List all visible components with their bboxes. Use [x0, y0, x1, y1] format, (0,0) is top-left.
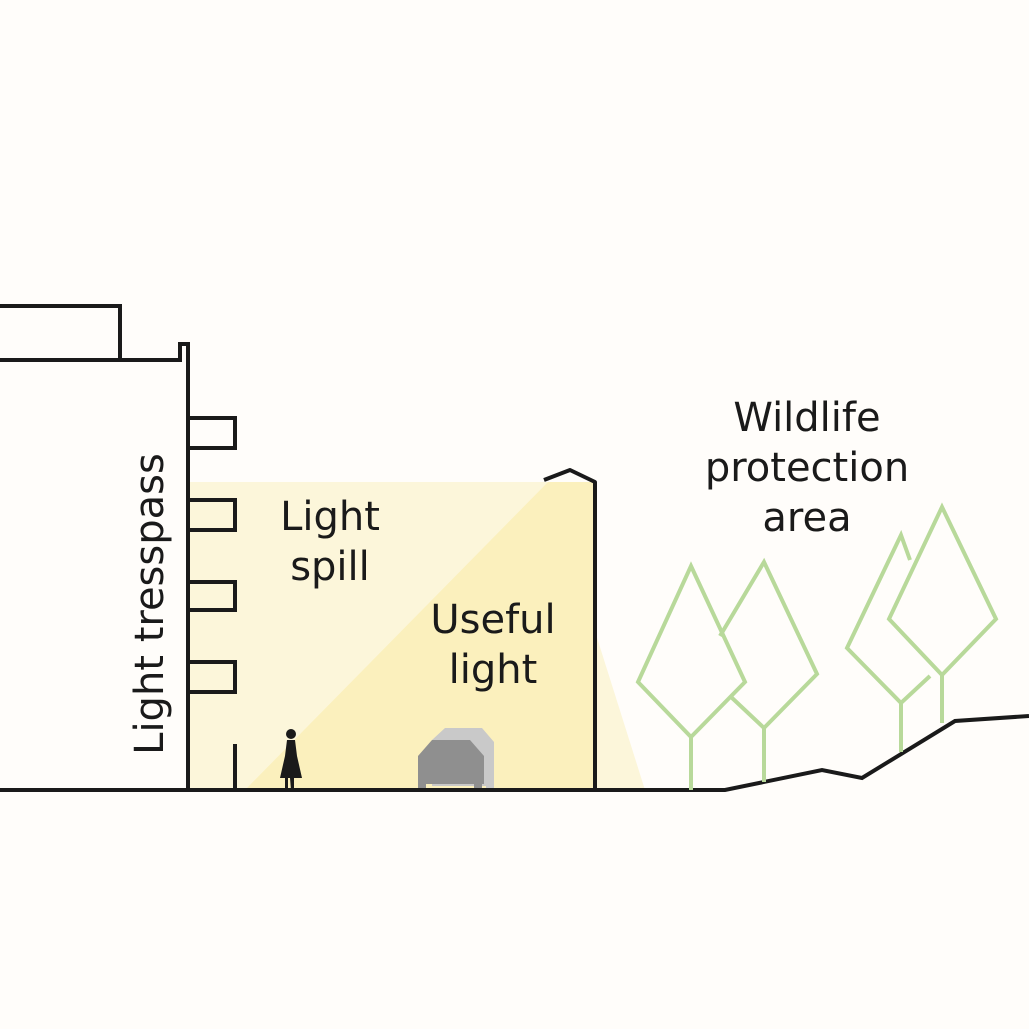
tree-icon-2: [718, 557, 820, 782]
balcony-3: [188, 580, 237, 612]
useful-light-line-2: light: [448, 647, 538, 693]
light-spill-label: Light spill: [230, 492, 430, 592]
wildlife-line-2: protection: [704, 445, 910, 491]
useful-light-area: [245, 482, 595, 790]
pedestrian-icon: [280, 729, 302, 790]
wildlife-line-1: Wildlife: [733, 395, 881, 441]
balcony-1: [188, 416, 237, 450]
building-rooftop: [0, 304, 122, 360]
building: [0, 304, 237, 790]
useful-light-label: Useful light: [393, 595, 593, 695]
street-lamp: [543, 468, 597, 790]
tree-icon-1: [635, 561, 748, 790]
building-roofline: [0, 342, 190, 790]
tree-icon-3: [844, 529, 932, 752]
light-spill-line-2: spill: [290, 544, 370, 590]
light-spill-line-1: Light: [280, 494, 380, 540]
wildlife-area-label: Wildlife protection area: [667, 393, 947, 543]
light-trespass-label: Light tresspass: [127, 453, 173, 755]
balcony-2: [188, 498, 237, 532]
tree-icon-4: [886, 502, 999, 723]
light-trespass-lower: [188, 745, 235, 790]
car-icon: [418, 728, 494, 790]
trees: [635, 502, 999, 790]
wildlife-line-3: area: [762, 495, 852, 541]
useful-light-line-1: Useful: [430, 597, 556, 643]
balcony-4: [188, 660, 237, 694]
ground-line: [0, 714, 1029, 792]
